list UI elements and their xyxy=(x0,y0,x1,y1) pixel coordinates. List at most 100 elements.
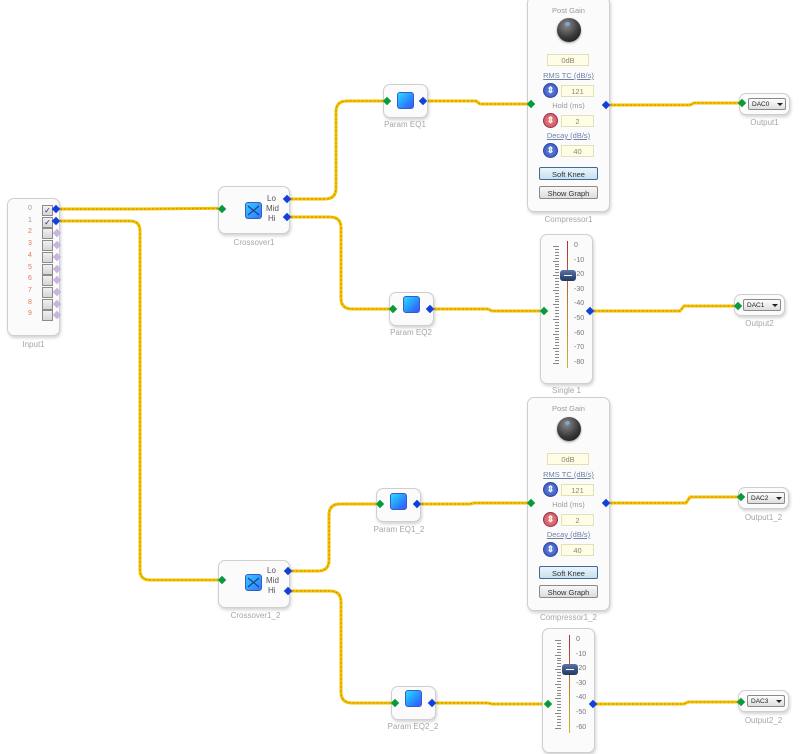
slider-thumb[interactable] xyxy=(562,664,578,676)
eq-icon xyxy=(403,296,420,313)
channel-output-pin[interactable] xyxy=(52,299,62,308)
rms-tc-label[interactable]: RMS TC (dB/s) xyxy=(543,470,594,479)
chevron-down-icon[interactable] xyxy=(776,497,782,500)
channel-checkbox[interactable] xyxy=(42,286,53,298)
decay-label[interactable]: Decay (dB/s) xyxy=(546,530,591,539)
slider-tick xyxy=(553,333,559,335)
rms-tc-value[interactable]: 121 xyxy=(561,85,594,97)
post-gain-label: Post Gain xyxy=(552,6,585,15)
hold-spin-icon[interactable]: ⇕ xyxy=(543,512,558,527)
channel-output-pin[interactable] xyxy=(52,287,62,297)
dac-select[interactable]: DAC2 xyxy=(747,492,785,504)
decay-label[interactable]: Decay (dB/s) xyxy=(546,131,591,140)
input-channel-row: 8 xyxy=(8,298,62,310)
channel-output-pin[interactable] xyxy=(52,275,62,285)
slider-tick xyxy=(555,286,559,288)
slider-tick xyxy=(557,660,561,662)
chevron-down-icon[interactable] xyxy=(776,700,782,703)
channel-number: 8 xyxy=(28,298,32,306)
rms-tc-label[interactable]: RMS TC (dB/s) xyxy=(543,71,594,80)
dac-select[interactable]: DAC3 xyxy=(747,695,785,707)
input-label: Input1 xyxy=(22,340,45,349)
channel-output-pin[interactable] xyxy=(52,264,62,273)
slider-tick xyxy=(555,283,559,285)
slider-track[interactable] xyxy=(567,241,568,368)
post-gain-value[interactable]: 0dB xyxy=(547,453,589,465)
channel-checkbox[interactable] xyxy=(42,240,53,252)
decay-value[interactable]: 40 xyxy=(561,145,594,157)
slider-tick xyxy=(555,269,559,271)
post-gain-value[interactable]: 0dB xyxy=(547,54,589,66)
input-channel-row: 7 xyxy=(8,286,62,298)
post-gain-knob[interactable] xyxy=(557,18,581,42)
single2-block: 0-10-20-30-40-50-60 xyxy=(542,628,595,753)
channel-checkbox[interactable] xyxy=(42,310,53,322)
channel-number: 6 xyxy=(28,275,32,283)
rms-spin-icon[interactable]: ⇕ xyxy=(543,83,558,98)
hold-spin-icon[interactable]: ⇕ xyxy=(543,113,558,128)
channel-output-pin[interactable] xyxy=(52,229,62,238)
slider-tick xyxy=(553,348,559,350)
eq-icon xyxy=(405,690,422,707)
channel-checkbox[interactable] xyxy=(42,263,53,275)
channel-checkbox[interactable] xyxy=(42,298,53,310)
channel-output-pin[interactable] xyxy=(52,252,62,262)
param-eq2_2-label: Param EQ2_2 xyxy=(387,722,439,731)
channel-output-pin[interactable] xyxy=(52,240,62,250)
param-eq1_2-label: Param EQ1_2 xyxy=(373,525,425,534)
rms-spin-icon[interactable]: ⇕ xyxy=(543,482,558,497)
slider-tick xyxy=(557,704,561,706)
post-gain-knob[interactable] xyxy=(557,417,581,441)
soft-knee-button[interactable]: Soft Knee xyxy=(539,167,598,180)
slider-track[interactable] xyxy=(569,635,570,733)
channel-checkbox[interactable] xyxy=(42,251,53,263)
slider-tick xyxy=(555,310,559,312)
channel-checkbox[interactable]: ✓ xyxy=(42,216,53,228)
slider-tick xyxy=(557,695,561,697)
slider-tick xyxy=(557,642,561,644)
rms-tc-value[interactable]: 121 xyxy=(561,484,594,496)
chevron-down-icon[interactable] xyxy=(777,103,783,106)
slider-tick xyxy=(553,275,559,277)
slider-tick xyxy=(555,257,559,259)
slider-tick xyxy=(555,698,561,700)
crossover-lo-label: Lo xyxy=(267,194,276,203)
chevron-down-icon[interactable] xyxy=(772,304,778,307)
dac-select[interactable]: DAC1 xyxy=(743,299,781,311)
decay-value[interactable]: 40 xyxy=(561,544,594,556)
slider-tick xyxy=(555,330,559,332)
crossover-mid-label: Mid xyxy=(266,576,279,585)
dac-select[interactable]: DAC0 xyxy=(748,98,786,110)
eq-icon xyxy=(390,493,407,510)
crossover-icon xyxy=(245,574,262,591)
channel-output-pin[interactable] xyxy=(52,311,62,320)
input-channel-row: 3 xyxy=(8,240,62,252)
crossover1_2-label: Crossover1_2 xyxy=(230,611,281,620)
hold-value[interactable]: 2 xyxy=(561,115,594,127)
hold-value[interactable]: 2 xyxy=(561,514,594,526)
decay-spin-icon[interactable]: ⇕ xyxy=(543,542,558,557)
slider-tick xyxy=(557,710,561,712)
slider-tick xyxy=(557,666,561,668)
soft-knee-button[interactable]: Soft Knee xyxy=(539,566,598,579)
show-graph-button[interactable]: Show Graph xyxy=(539,186,598,199)
input-channel-row: 4 xyxy=(8,251,62,263)
show-graph-button[interactable]: Show Graph xyxy=(539,585,598,598)
slider-tick xyxy=(557,677,561,679)
decay-spin-icon[interactable]: ⇕ xyxy=(543,143,558,158)
slider-scale-label: -50 xyxy=(576,709,587,716)
crossover-hi-label: Hi xyxy=(268,214,276,223)
crossover1_2-block[interactable]: Lo Mid Hi xyxy=(218,560,290,608)
channel-checkbox[interactable] xyxy=(42,275,53,287)
crossover-icon xyxy=(245,202,262,219)
slider-tick xyxy=(553,246,559,247)
channel-checkbox[interactable]: ✓ xyxy=(42,205,53,216)
single1-slider[interactable]: 0-10-20-30-40-50-60-70-80 xyxy=(541,235,594,385)
slider-tick xyxy=(555,339,559,341)
slider-thumb[interactable] xyxy=(560,270,576,282)
channel-checkbox[interactable] xyxy=(42,228,53,240)
single2-slider[interactable]: 0-10-20-30-40-50-60 xyxy=(543,629,596,754)
crossover1-block[interactable]: Lo Mid Hi xyxy=(218,186,290,234)
